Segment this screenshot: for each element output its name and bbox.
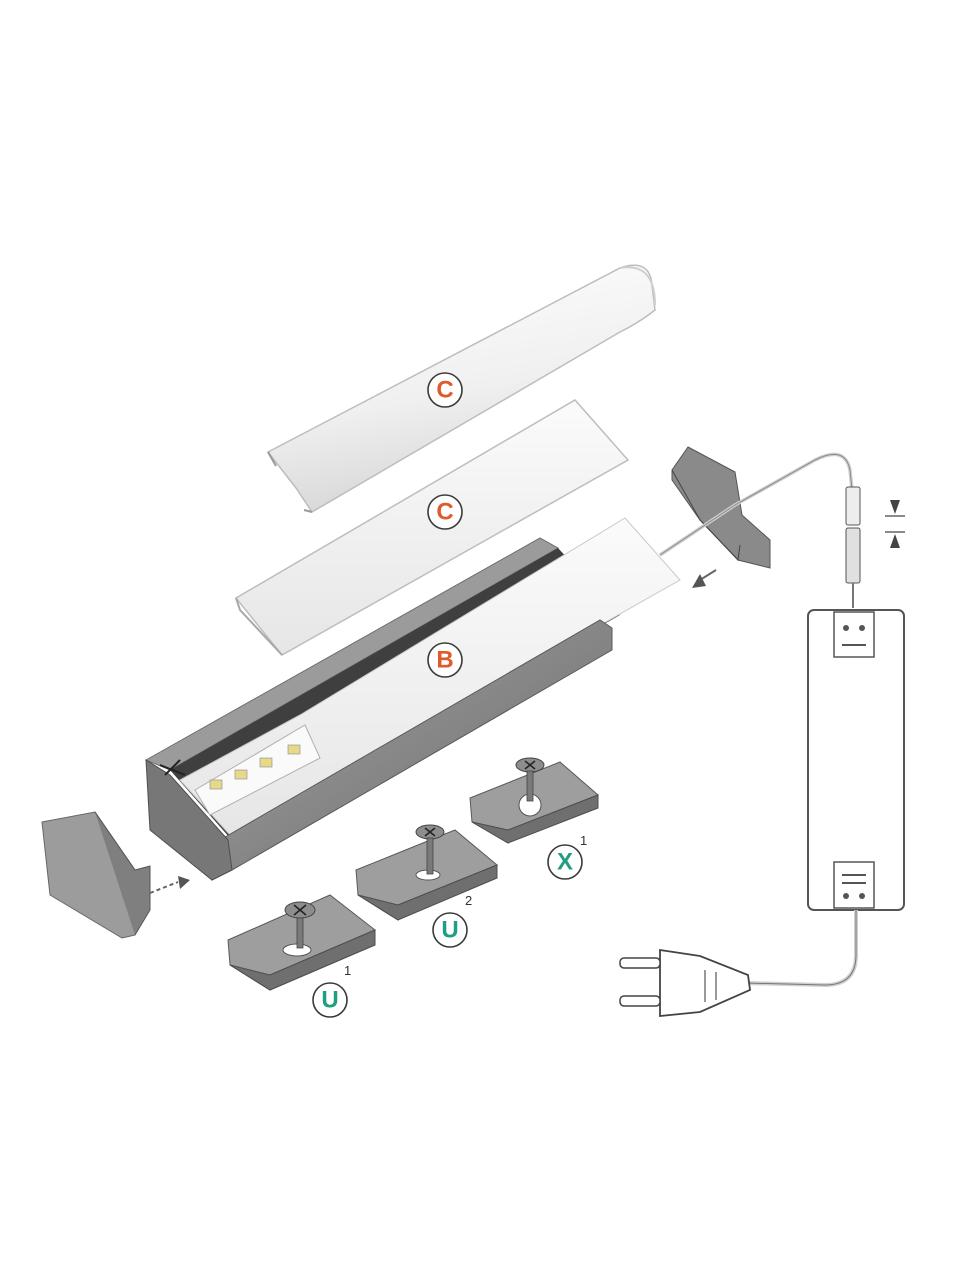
led-power-supply xyxy=(807,609,905,911)
badge-mount-u1: U 1 xyxy=(312,963,351,1018)
badge-mount-u2: U 2 xyxy=(432,893,472,948)
mounting-clip-u2 xyxy=(355,829,498,921)
aluminium-profile xyxy=(144,517,681,881)
badge-label: U xyxy=(441,917,458,944)
compress-arrows-icon xyxy=(885,500,905,548)
badge-index: 1 xyxy=(580,833,587,848)
screw-icon xyxy=(415,824,445,875)
screw-icon xyxy=(284,901,316,949)
power-plug-icon xyxy=(619,948,751,1017)
mains-cable xyxy=(744,910,858,988)
arrow-left-icon xyxy=(692,569,717,588)
badge-label: C xyxy=(436,377,453,404)
mounting-clip-x1 xyxy=(469,761,599,844)
badge-label: X xyxy=(557,849,573,876)
power-cable xyxy=(659,452,861,608)
badge-cover-flat: C xyxy=(427,494,463,530)
badge-label: B xyxy=(436,647,453,674)
badge-mount-x1: X 1 xyxy=(547,833,587,880)
screw-icon xyxy=(515,757,545,802)
badge-profile: B xyxy=(427,642,463,678)
badge-index: 2 xyxy=(465,893,472,908)
end-cap xyxy=(41,811,151,939)
badge-cover-round: C xyxy=(427,372,463,408)
flat-diffuser-cover xyxy=(234,399,630,656)
badge-label: C xyxy=(436,499,453,526)
badge-index: 1 xyxy=(344,963,351,978)
feed-through-end-cap xyxy=(671,446,771,569)
badge-label: U xyxy=(321,987,338,1014)
arrow-right-icon xyxy=(149,876,190,894)
